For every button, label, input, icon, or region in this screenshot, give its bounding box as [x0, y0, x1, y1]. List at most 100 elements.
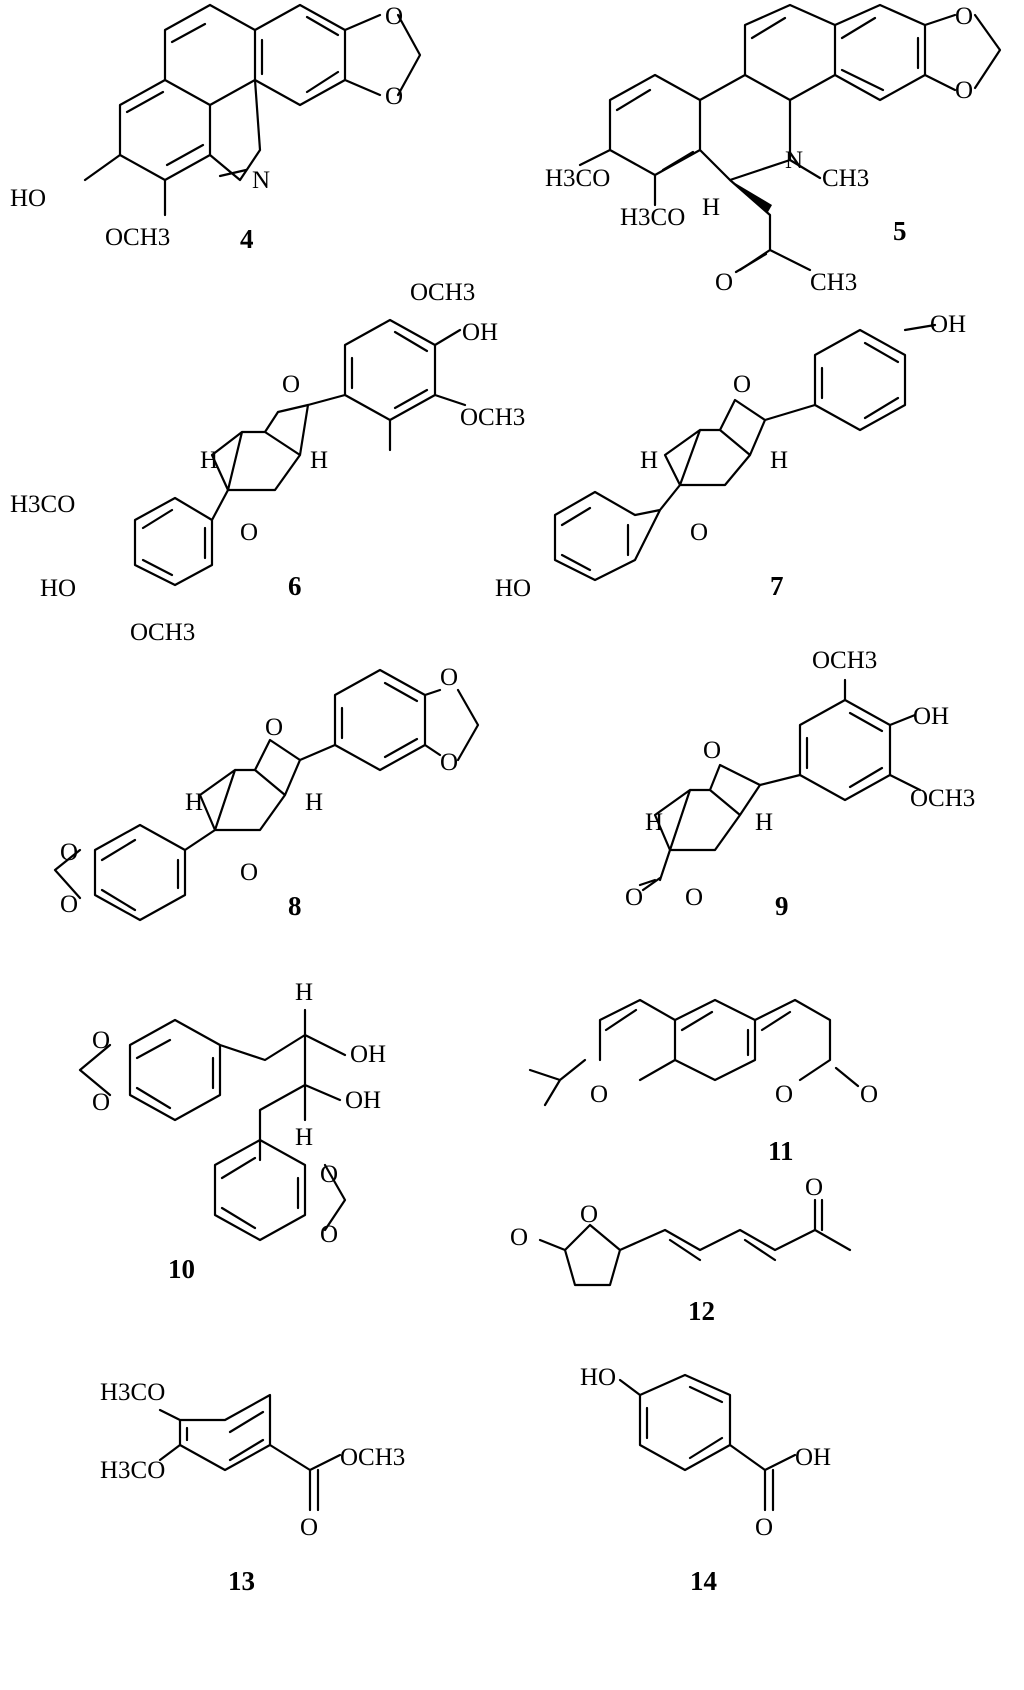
compound-6-inner-bonds [141, 330, 429, 577]
compound-10-atom: OH [345, 1087, 381, 1114]
compound-4-atom: HO [10, 185, 46, 212]
compound-4-double-bonds [125, 15, 340, 178]
compound-14: HO OH O 14 [580, 1364, 831, 1596]
compound-10-atom: O [320, 1161, 338, 1188]
compound-11-skeleton [528, 998, 832, 1107]
compound-7: OH O O H H HO 7 [495, 311, 966, 602]
compound-9-atom: O [625, 884, 643, 911]
compound-11: O O O 11 [528, 998, 878, 1166]
compound-4-atom: O [385, 83, 403, 110]
compound-8-atom: O [265, 714, 283, 741]
compound-6-label: 6 [288, 571, 302, 601]
compound-6-atom: OCH3 [130, 619, 195, 646]
compound-4-atom: O [385, 3, 403, 30]
compound-8-atom: O [440, 749, 458, 776]
compound-11-atom: O [775, 1081, 793, 1108]
compound-4: O O N HO OCH3 4 [10, 3, 422, 254]
compound-13-atom: OCH3 [340, 1444, 405, 1471]
compound-6-atom: H [200, 447, 218, 474]
compound-6-atom: OH [462, 319, 498, 346]
compound-5-atom: O [955, 77, 973, 104]
compound-9-atom: OH [913, 703, 949, 730]
compound-5-atom: CH3 [810, 269, 857, 296]
compound-12-label: 12 [688, 1296, 715, 1326]
compound-6-atom: HO [40, 575, 76, 602]
compound-7-atom: HO [495, 575, 531, 602]
compound-8-atom: O [240, 859, 258, 886]
compound-14-inner-bonds [645, 1385, 775, 1512]
compound-11-atom: O [860, 1081, 878, 1108]
compound-12-inner-bonds [538, 1198, 824, 1262]
compound-14-atom: HO [580, 1364, 616, 1391]
compound-10-atom: O [320, 1221, 338, 1248]
compound-7-atom: O [690, 519, 708, 546]
compound-13-atom: H3CO [100, 1457, 165, 1484]
compound-4-dioxole [396, 13, 422, 97]
compound-14-atom: OH [795, 1444, 831, 1471]
compound-8-atom: O [60, 839, 78, 866]
compound-12-atom: O [805, 1174, 823, 1201]
compound-5-atom: H3CO [545, 165, 610, 192]
compound-9-skeleton [638, 678, 922, 887]
compound-6-atom: OCH3 [460, 404, 525, 431]
compound-9-atom: H [645, 809, 663, 836]
compound-8-atom: H [305, 789, 323, 816]
compound-7-atom: H [640, 447, 658, 474]
compound-6-atom: O [282, 371, 300, 398]
compound-8-inner-bonds [100, 681, 419, 912]
compound-5-atom: H3CO [620, 204, 685, 231]
compound-5-wedge-bond [730, 180, 772, 212]
compound-13-atom: H3CO [100, 1379, 165, 1406]
compound-14-atom: O [755, 1514, 773, 1541]
compound-9-atom: O [685, 884, 703, 911]
compound-6-atom: H3CO [10, 491, 75, 518]
compound-5-atom: O [955, 3, 973, 30]
compound-13-skeleton [158, 1393, 342, 1512]
compound-7-atom: OH [930, 311, 966, 338]
compound-4-label: 4 [240, 224, 254, 254]
compound-10-dioxole [78, 1043, 347, 1232]
compound-6-atom: OCH3 [410, 279, 475, 306]
compound-5-atom: CH3 [822, 165, 869, 192]
compound-12: O O O 12 [510, 1174, 852, 1326]
compound-13: H3CO H3CO OCH3 O 13 [100, 1379, 405, 1596]
compound-14-skeleton [618, 1373, 797, 1512]
compound-13-atom: O [300, 1514, 318, 1541]
compound-9-atom: H [755, 809, 773, 836]
compound-4-atom: N [252, 167, 270, 194]
compound-4-skeleton [83, 3, 382, 217]
compound-10-atom: OH [350, 1041, 386, 1068]
compound-11-atom: O [590, 1081, 608, 1108]
compound-5-label: 5 [893, 216, 907, 246]
compound-4-atom: OCH3 [105, 224, 170, 251]
compound-10-atom: H [295, 1124, 313, 1151]
compound-8-label: 8 [288, 891, 302, 921]
compound-5-atom: O [715, 269, 733, 296]
compound-8-atom: O [60, 891, 78, 918]
compound-13-label: 13 [228, 1566, 255, 1596]
compound-12-skeleton [563, 1198, 852, 1287]
compound-9-atom: OCH3 [910, 785, 975, 812]
compound-9-atom: O [703, 737, 721, 764]
compound-10-skeleton [128, 1008, 347, 1242]
compound-8-skeleton [93, 668, 442, 922]
compound-7-atom: O [733, 371, 751, 398]
compound-6: OCH3 OH OCH3 O O H H H3CO HO OCH3 6 [10, 279, 525, 646]
compound-7-inner-bonds [560, 341, 900, 572]
compound-5-atom: H [702, 194, 720, 221]
compound-9-atom: OCH3 [812, 647, 877, 674]
compound-13-inner-bonds [185, 1410, 320, 1512]
compound-6-skeleton [133, 318, 467, 587]
compound-8-atom: H [185, 789, 203, 816]
compound-8-dioxole [53, 688, 480, 900]
compound-9: OCH3 OH OCH3 O H H O O 9 [625, 647, 975, 921]
compound-10-inner-bonds [135, 1038, 300, 1230]
compound-6-atom: O [240, 519, 258, 546]
compound-5-atom: N [785, 147, 803, 174]
compound-11-inner-bonds [604, 1008, 860, 1088]
compound-5-double-bonds [615, 16, 920, 274]
compound-14-label: 14 [690, 1566, 717, 1596]
compound-9-label: 9 [775, 891, 789, 921]
compound-7-skeleton [553, 323, 937, 582]
compound-10: O O H OH OH H O O 10 [78, 979, 386, 1284]
